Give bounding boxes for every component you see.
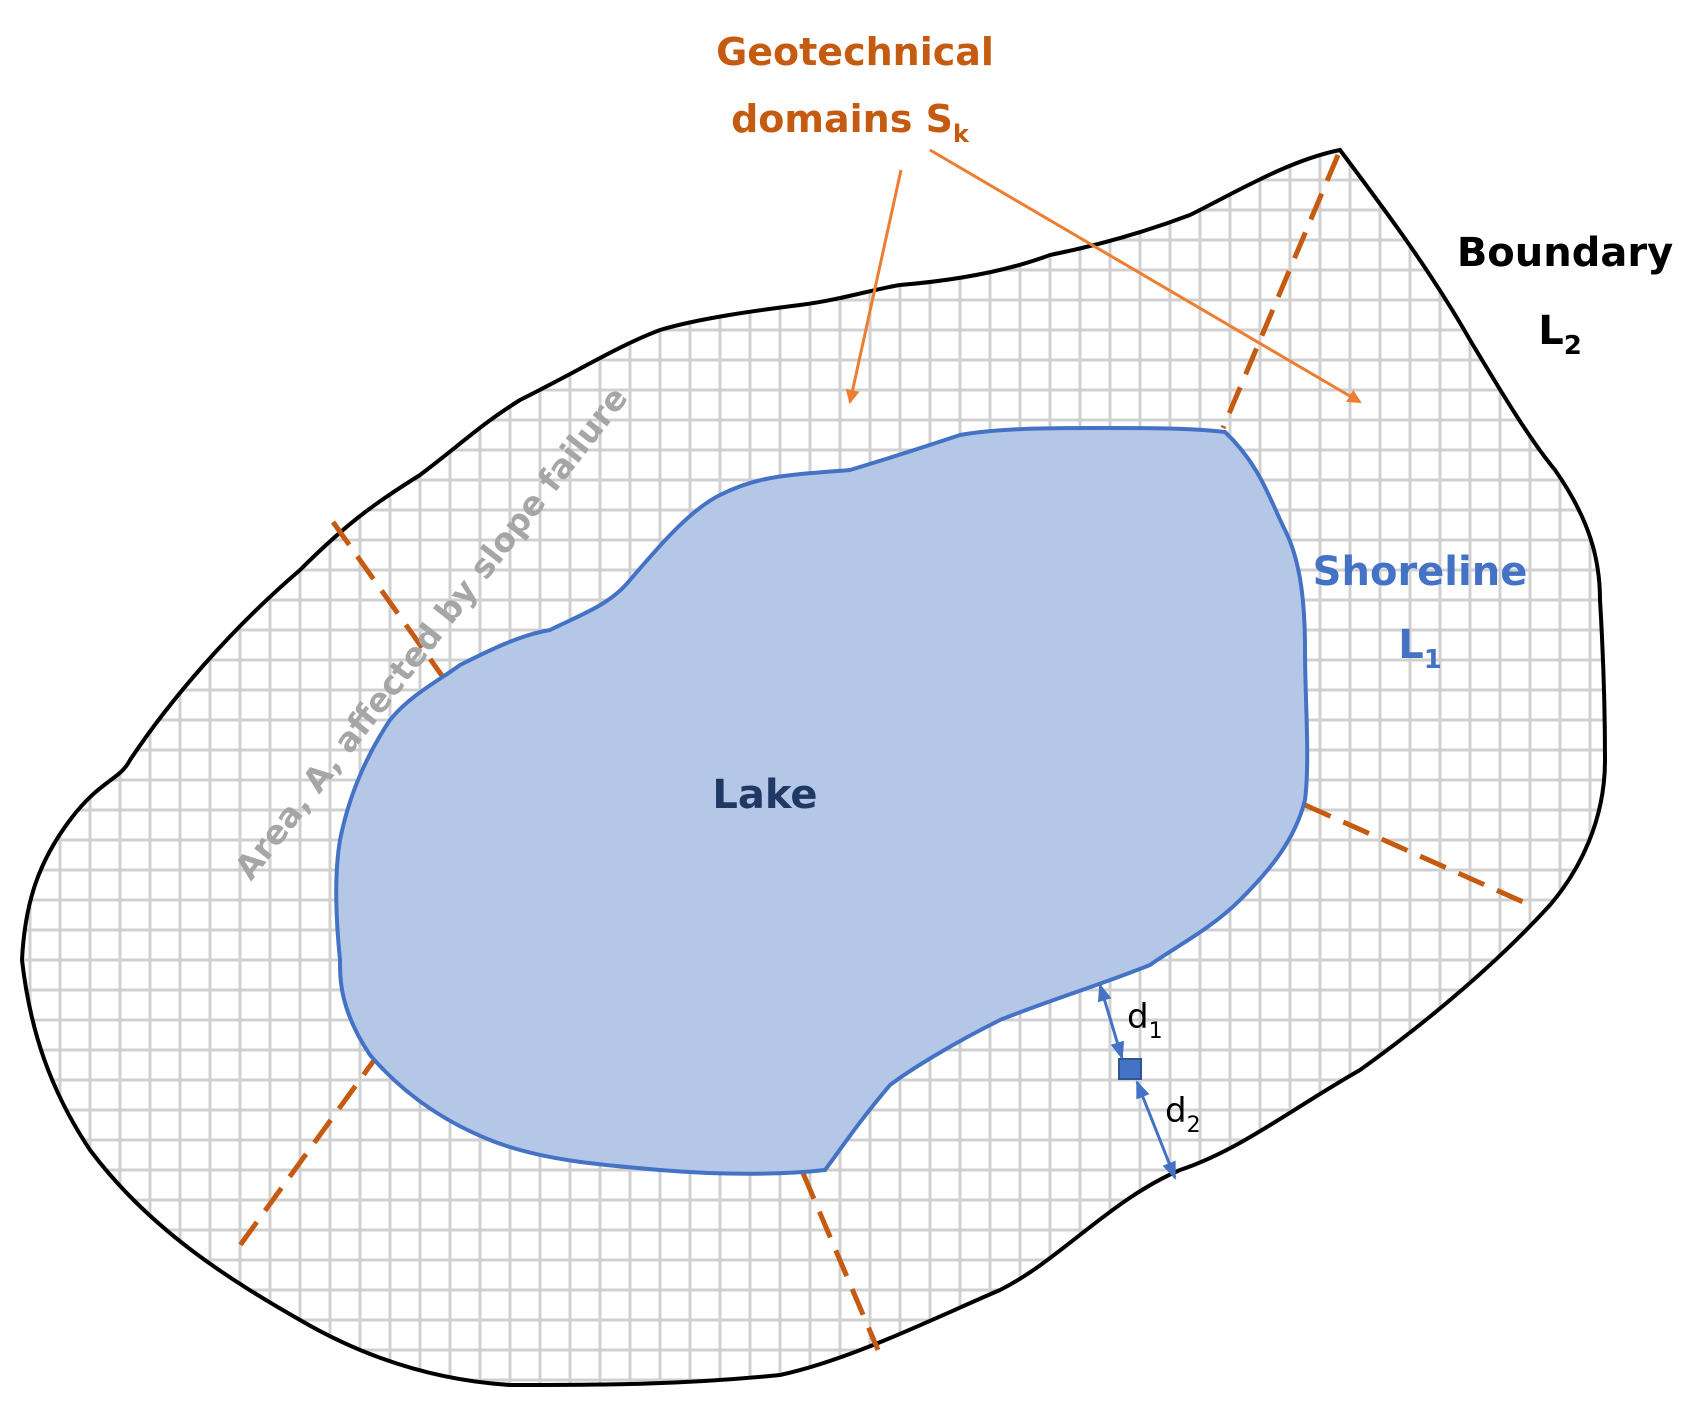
boundary-line xyxy=(19,147,1608,1388)
geotech-arrow-right xyxy=(929,148,1362,404)
geotech-arrow-left xyxy=(845,169,903,404)
sample-point xyxy=(1118,1058,1142,1080)
d1-arrow xyxy=(1097,983,1125,1060)
d2-arrow xyxy=(1135,1080,1177,1180)
shoreline-label-line1: Shoreline xyxy=(1313,549,1528,595)
d1-subscript: 1 xyxy=(1149,1019,1163,1044)
domain-separator-south xyxy=(800,1172,881,1351)
domain-separator-east xyxy=(1303,802,1532,908)
d1-label: d1 xyxy=(1127,997,1163,1044)
geotech-subscript: k xyxy=(953,120,970,148)
domain-separator-southwest xyxy=(230,1050,383,1257)
boundary-subscript: 2 xyxy=(1564,331,1582,361)
d2-label: d2 xyxy=(1165,1091,1201,1138)
domain-separators xyxy=(230,154,1532,1351)
lake-label: Lake xyxy=(712,772,817,818)
geotech-label-line2: domains Sk xyxy=(731,97,970,148)
lake-shape xyxy=(334,426,1310,1176)
domain-separator-northeast xyxy=(1220,154,1341,429)
shoreline-subscript: 1 xyxy=(1424,645,1442,675)
boundary-label-line2: L2 xyxy=(1538,308,1582,361)
domain-separator-northwest xyxy=(330,520,448,682)
d2-subscript: 2 xyxy=(1187,1113,1201,1138)
shoreline-label-line2: L1 xyxy=(1398,622,1442,675)
geotech-label-line1: Geotechnical xyxy=(716,30,994,74)
boundary-label-line1: Boundary xyxy=(1457,230,1673,276)
